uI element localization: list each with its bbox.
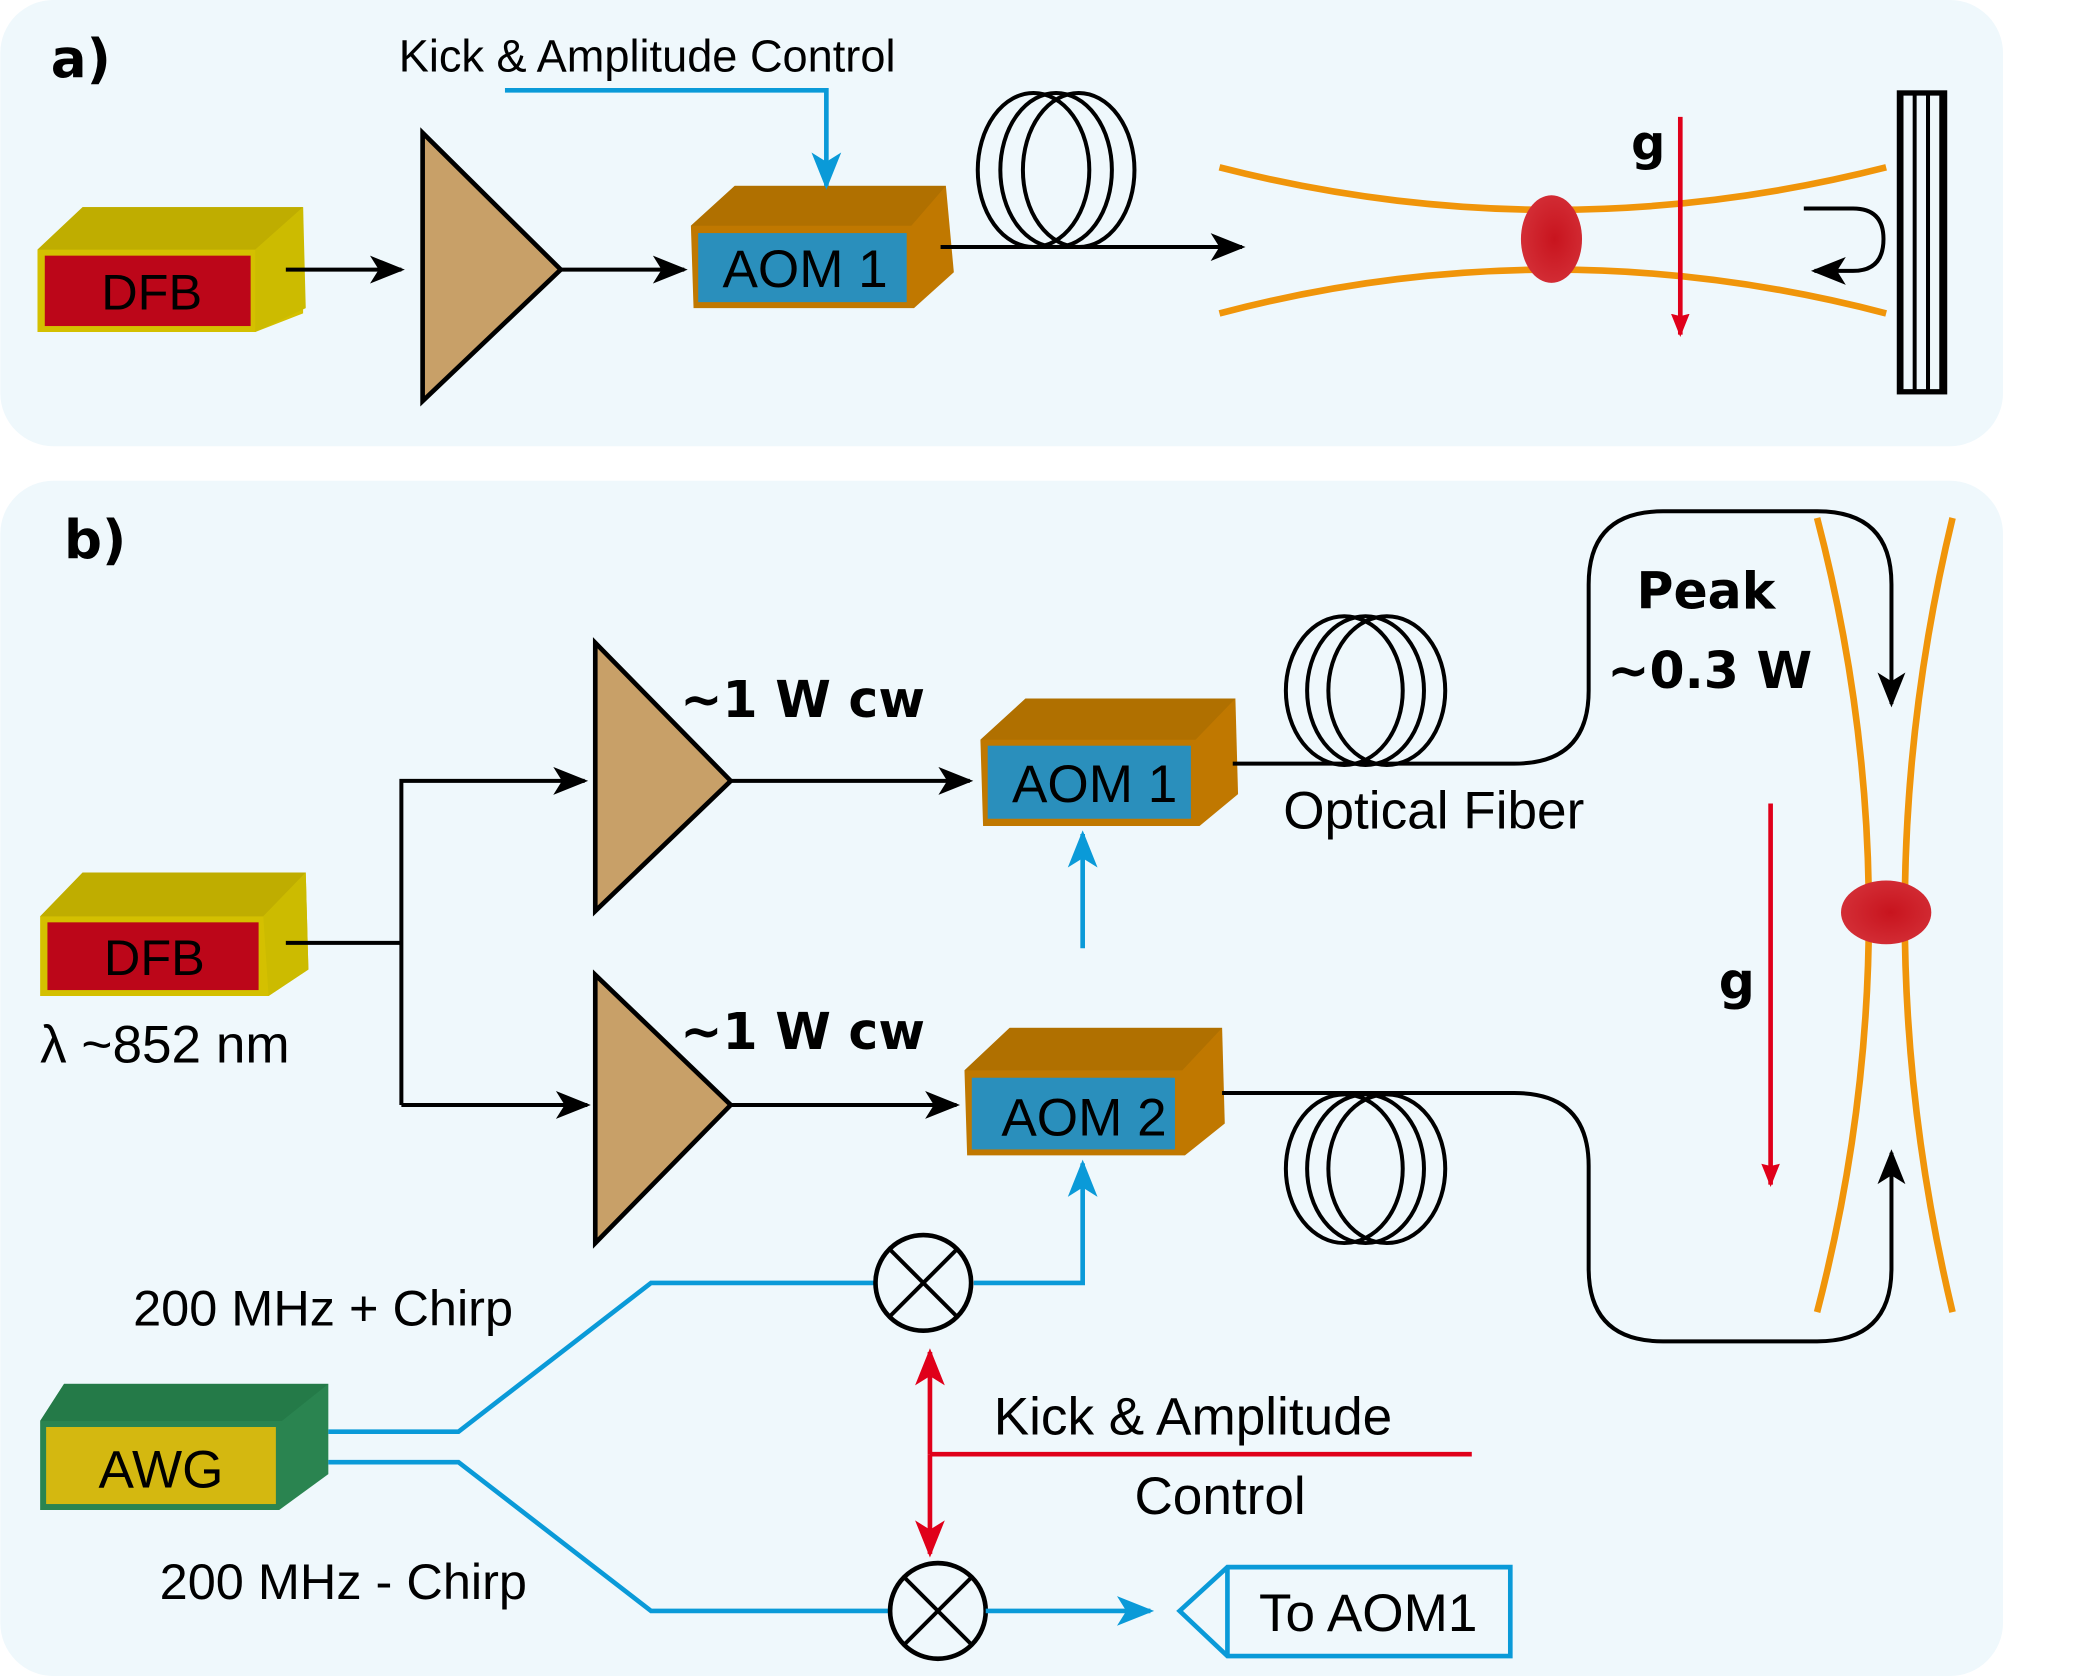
amplifier-top-b: [592, 637, 735, 917]
dfb-laser-a: DFB: [37, 207, 306, 333]
panel-a-label: a): [51, 28, 111, 90]
chirp-plus-label: 200 MHz + Chirp: [133, 1279, 513, 1336]
panel-b-label: b): [64, 509, 126, 571]
panel-b: b) DFB λ ~852 nm ~1 W cw ~1 W cw AOM 1: [0, 480, 2004, 1677]
retro-arrow-a: [1803, 206, 1886, 285]
atom-cloud-a: [1520, 195, 1583, 283]
split-top-arrow: [399, 766, 589, 1105]
peak-power-label: ~0.3 W: [1607, 641, 1812, 700]
rf-line-plus: [328, 1280, 875, 1434]
amplifier-a: [420, 127, 565, 407]
control-arrow-a: [504, 87, 842, 190]
aom2-b: AOM 2: [964, 1027, 1225, 1156]
control-label-line1: Kick & Amplitude: [994, 1387, 1393, 1446]
dfb-face: [40, 251, 255, 331]
to-aom1-tag: To AOM1: [1176, 1564, 1513, 1659]
fiber-path-bottom: [1222, 1091, 1906, 1344]
mirror-a: [1896, 90, 1948, 395]
fiber-path-top: [1232, 509, 1906, 766]
control-label-line2: Control: [1134, 1467, 1305, 1526]
rf-line-minus: [328, 1459, 891, 1614]
aom1-label-b: AOM 1: [1012, 755, 1177, 814]
aom1-b: AOM 1: [980, 698, 1239, 827]
dfb-laser-b: DFB: [40, 872, 309, 997]
wavelength-label: λ ~852 nm: [40, 1015, 289, 1074]
chirp-minus-label: 200 MHz - Chirp: [160, 1553, 527, 1610]
aom2-label-b: AOM 2: [1001, 1088, 1166, 1147]
awg: AWG: [40, 1383, 329, 1511]
awg-label: AWG: [99, 1440, 224, 1499]
dfb-label-b: DFB: [104, 929, 205, 986]
gravity-label-b: g: [1719, 952, 1755, 1011]
panel-a-background: [0, 0, 2004, 447]
dfb-label: DFB: [101, 263, 202, 320]
optical-fiber-label: Optical Fiber: [1283, 782, 1584, 841]
control-label-a: Kick & Amplitude Control: [399, 31, 896, 82]
peak-label: Peak: [1636, 561, 1776, 620]
panel-a: a) DFB AOM 1 Kick & Amplitude Control: [0, 0, 2004, 447]
amp-top-power: ~1 W cw: [680, 670, 925, 729]
gravity-label-a: g: [1631, 116, 1665, 171]
to-aom1-label: To AOM1: [1259, 1584, 1477, 1643]
mixer-plus: [873, 1232, 974, 1334]
aom1-face: [694, 229, 911, 307]
amplifier-bottom-b: [592, 969, 735, 1249]
amp-bottom-power: ~1 W cw: [680, 1002, 925, 1061]
rf-arrow-aom2: [973, 1159, 1098, 1286]
aom1-a: AOM 1: [690, 185, 954, 309]
aom1-label: AOM 1: [722, 240, 887, 299]
atom-cloud-b: [1840, 880, 1932, 945]
